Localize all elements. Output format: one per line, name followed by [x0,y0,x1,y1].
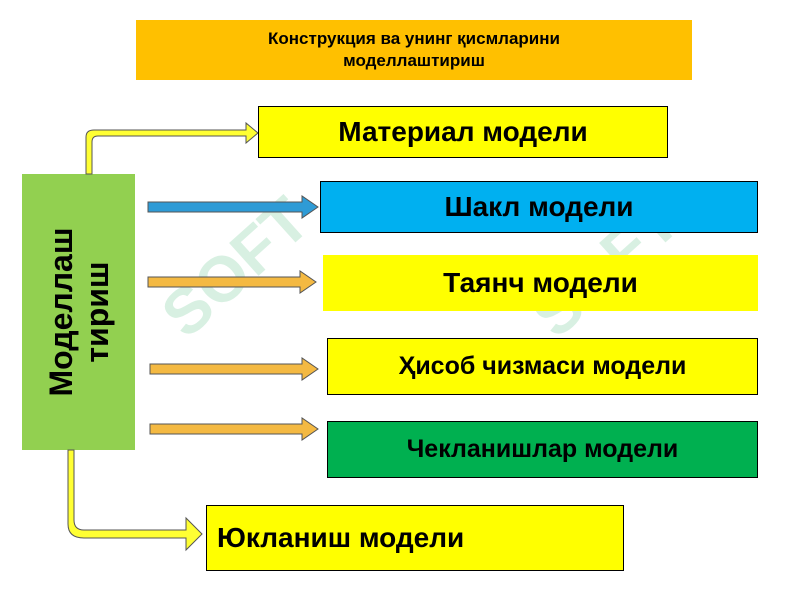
constraints-model-label: Чекланишлар модели [406,435,679,463]
constraints-model-box: Чекланишлар модели [327,421,758,478]
support-model-box: Таянч модели [323,255,758,311]
connector-arrow-material [85,121,259,175]
support-model-label: Таянч модели [443,267,638,298]
calculation-scheme-model-label: Ҳисоб чизмаси модели [398,352,687,380]
material-model-box: Материал модели [258,106,668,158]
title-line-2: моделлаштириш [343,51,485,70]
shape-model-label: Шакл модели [444,191,634,222]
connector-arrow-load [67,449,203,552]
shape-model-box: Шакл модели [320,181,758,233]
arrow-shape-model [147,195,319,219]
arrow-calc-model [149,357,319,381]
arrow-support-model [147,270,317,294]
load-model-box: Юкланиш модели [206,505,624,571]
modeling-box: Моделлаш тириш [22,174,135,450]
title-line-1: Конструкция ва унинг қисмларини [268,29,560,48]
title-box: Конструкция ва унинг қисмларини моделлаш… [136,20,692,80]
calculation-scheme-model-box: Ҳисоб чизмаси модели [327,338,758,395]
material-model-label: Материал модели [338,116,588,147]
load-model-label: Юкланиш модели [217,522,465,553]
arrow-constraints-model [149,417,319,441]
